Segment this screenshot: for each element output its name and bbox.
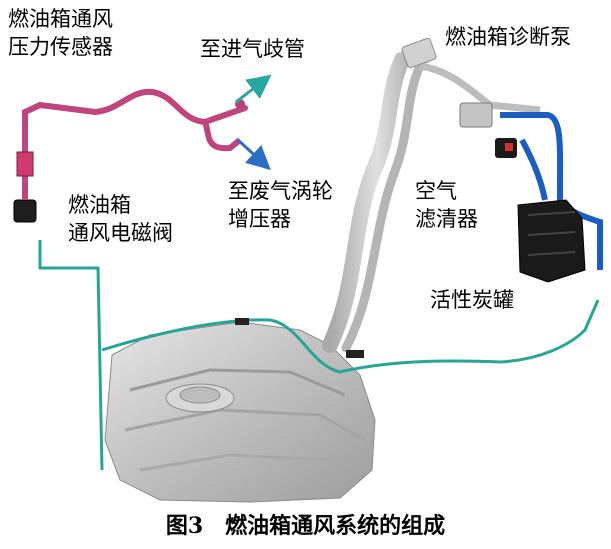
- fuel-tank: [104, 321, 376, 503]
- turbo-label-line2: 增压器: [228, 207, 291, 231]
- intake-arrow: [235, 74, 272, 104]
- valve-label-line2: 通风电磁阀: [68, 221, 173, 245]
- figure-number: 图3: [165, 513, 204, 539]
- turbo-label-line1: 至废气涡轮: [228, 179, 333, 203]
- charcoal-canister: [517, 199, 586, 283]
- figure-caption: 图3 燃油箱通风系统的组成: [0, 508, 611, 540]
- intake-label: 至进气歧管: [200, 37, 305, 61]
- valve-label-line1: 燃油箱: [68, 193, 131, 217]
- turbo-arrow: [236, 138, 271, 171]
- sensor-label-line2: 压力传感器: [8, 35, 113, 59]
- sensor-label-line1: 燃油箱通风: [8, 7, 113, 31]
- pink-pipe: [13, 88, 248, 223]
- figure-title: 燃油箱通风系统的组成: [225, 513, 446, 539]
- canister-label: 活性炭罐: [430, 288, 514, 312]
- filter-label-line2: 滤清器: [415, 207, 478, 231]
- vent-line: [38, 240, 600, 471]
- pump-label: 燃油箱诊断泵: [445, 25, 571, 49]
- filter-label-line1: 空气: [415, 179, 457, 203]
